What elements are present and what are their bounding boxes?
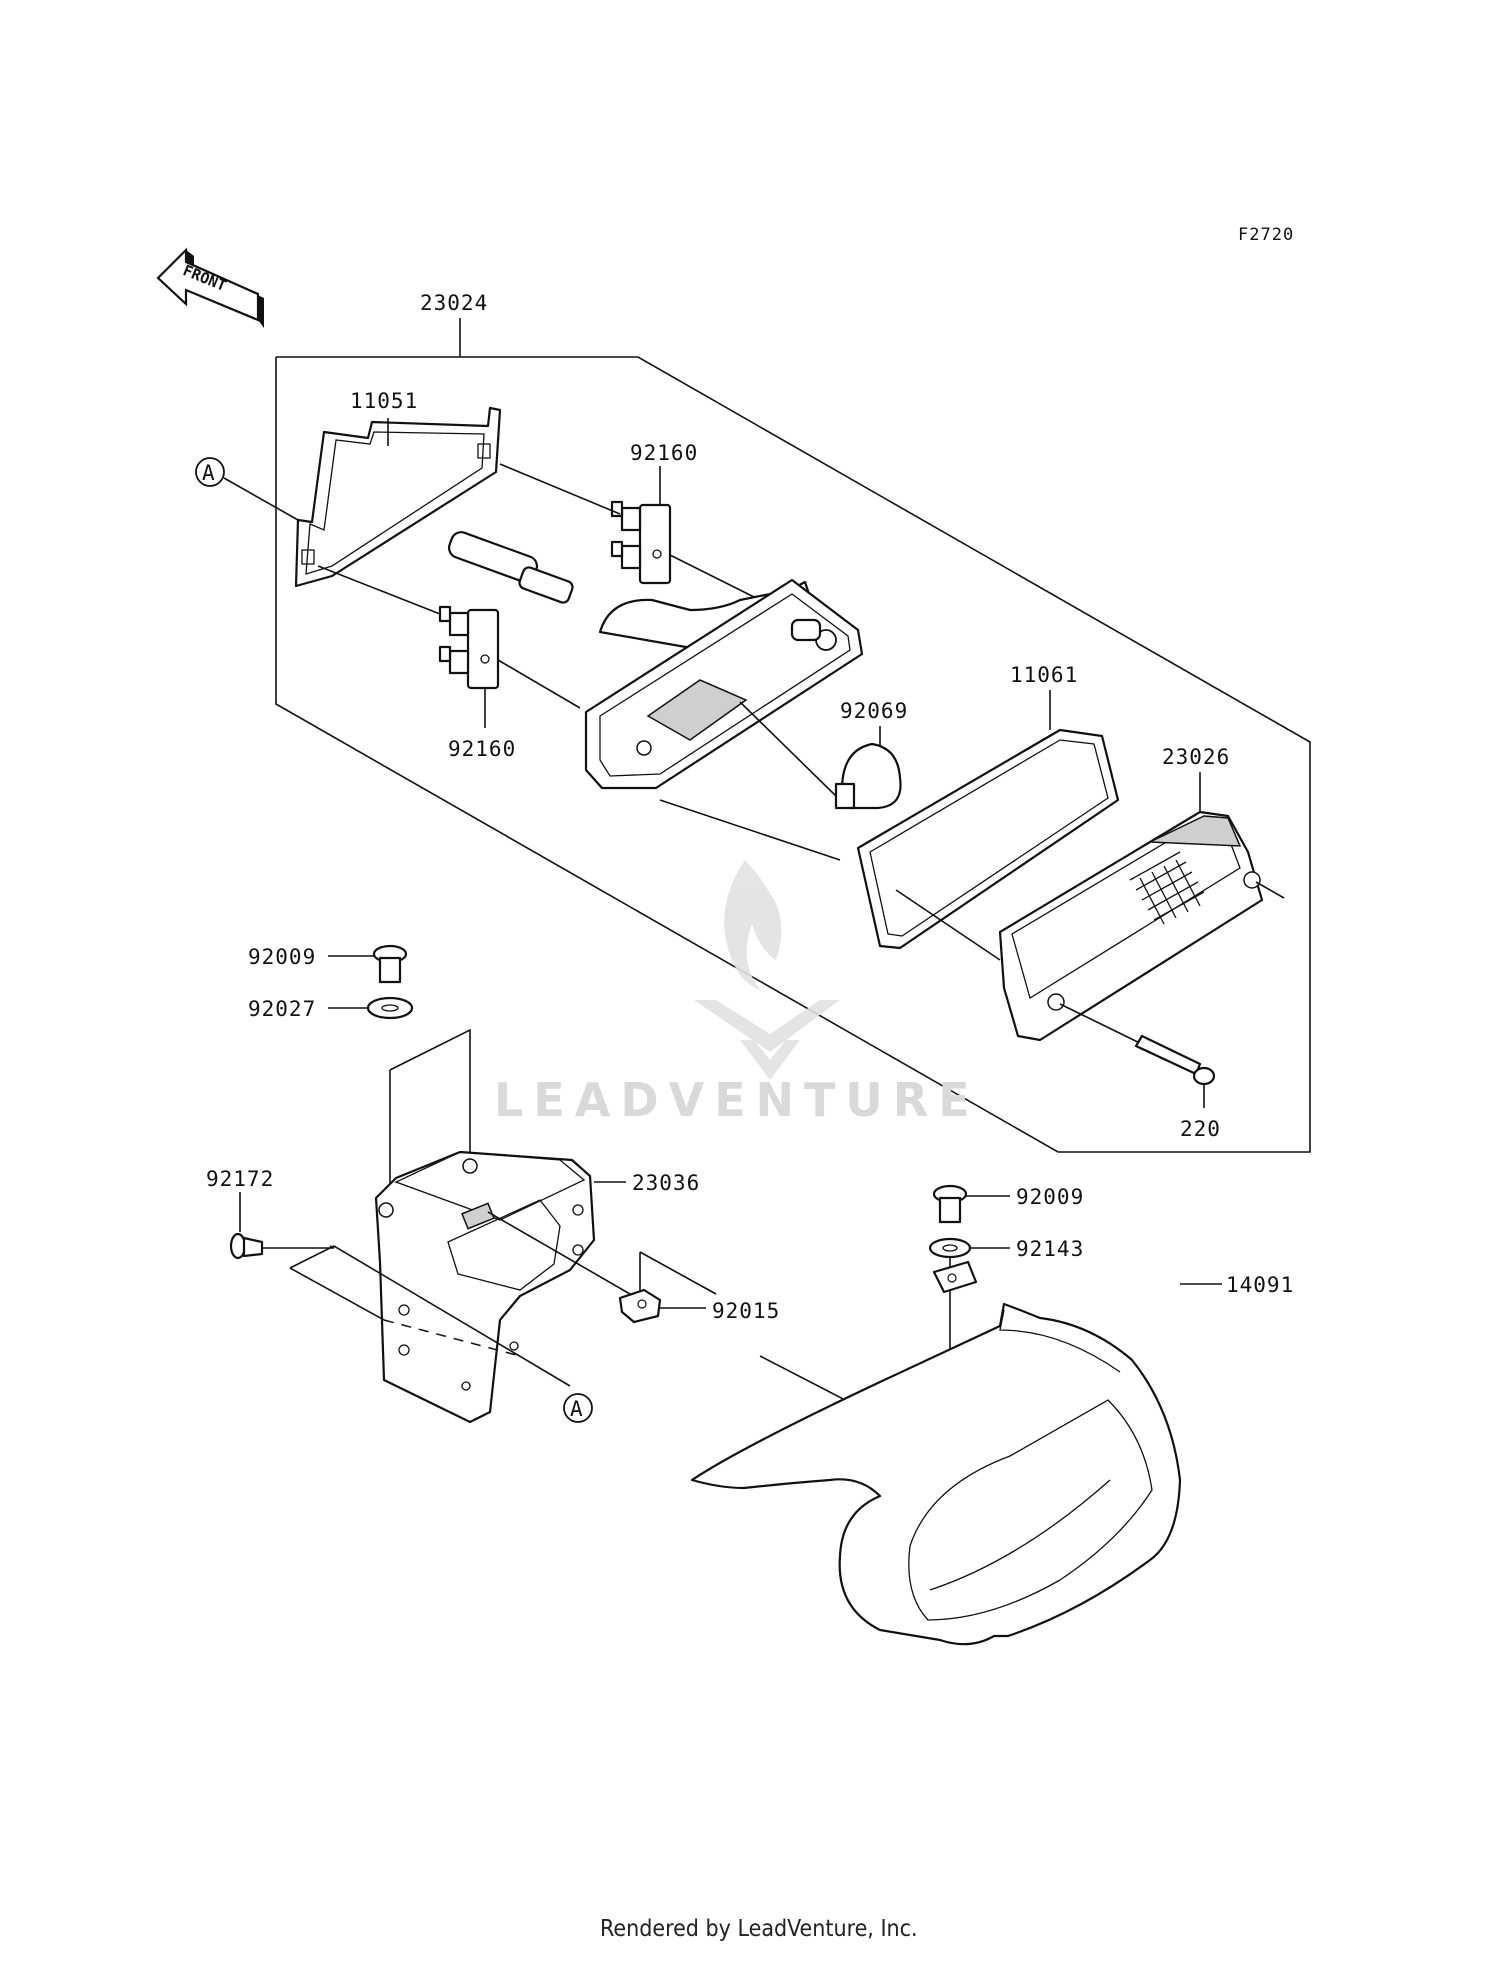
bolt-92009-left xyxy=(372,944,408,984)
label-92160-upper: 92160 xyxy=(630,441,698,465)
label-14091: 14091 xyxy=(1226,1273,1294,1297)
bracket-23036 xyxy=(374,1150,596,1424)
lens-23026 xyxy=(998,810,1264,1042)
label-92009-left: 92009 xyxy=(248,945,316,969)
label-220: 220 xyxy=(1180,1117,1221,1141)
label-92009-right: 92009 xyxy=(1016,1185,1084,1209)
clip-nut-92015 xyxy=(618,1288,662,1324)
watermark-logo-icon xyxy=(694,860,840,1080)
gasket-11061 xyxy=(856,728,1120,950)
label-92069: 92069 xyxy=(840,699,908,723)
gasket-11051 xyxy=(294,406,502,588)
ref-a-top-label: A xyxy=(202,461,216,485)
front-arrow-icon: FRONT xyxy=(156,247,264,328)
lens-grid xyxy=(1129,851,1205,925)
cover-14091 xyxy=(690,1260,1182,1646)
bulb-wedge xyxy=(447,531,574,604)
label-92160-lower: 92160 xyxy=(448,737,516,761)
watermark-text: LEADVENTURE xyxy=(494,1073,980,1127)
label-92027: 92027 xyxy=(248,997,316,1021)
lamp-housing xyxy=(584,578,864,790)
label-23026: 23026 xyxy=(1162,745,1230,769)
label-11051: 11051 xyxy=(350,389,418,413)
label-23036: 23036 xyxy=(632,1171,700,1195)
bulb-92069 xyxy=(834,742,902,810)
ref-a-top xyxy=(195,457,225,487)
label-92015: 92015 xyxy=(712,1299,780,1323)
assembly-outline xyxy=(275,356,1311,1153)
label-92143: 92143 xyxy=(1016,1237,1084,1261)
screw-220 xyxy=(1059,1003,1216,1086)
ref-a-bottom xyxy=(563,1393,593,1423)
socket-92160-upper xyxy=(610,500,672,585)
footer-credit: Rendered by LeadVenture, Inc. xyxy=(600,1916,918,1942)
ref-a-bottom-label: A xyxy=(570,1397,584,1421)
label-23024: 23024 xyxy=(420,291,488,315)
figure-code: F2720 xyxy=(1238,225,1294,245)
label-92172: 92172 xyxy=(206,1167,274,1191)
bolt-92009-right xyxy=(932,1184,968,1224)
socket-92160-lower xyxy=(438,605,500,690)
label-11061: 11061 xyxy=(1010,663,1078,687)
screw-92172 xyxy=(229,1232,264,1260)
